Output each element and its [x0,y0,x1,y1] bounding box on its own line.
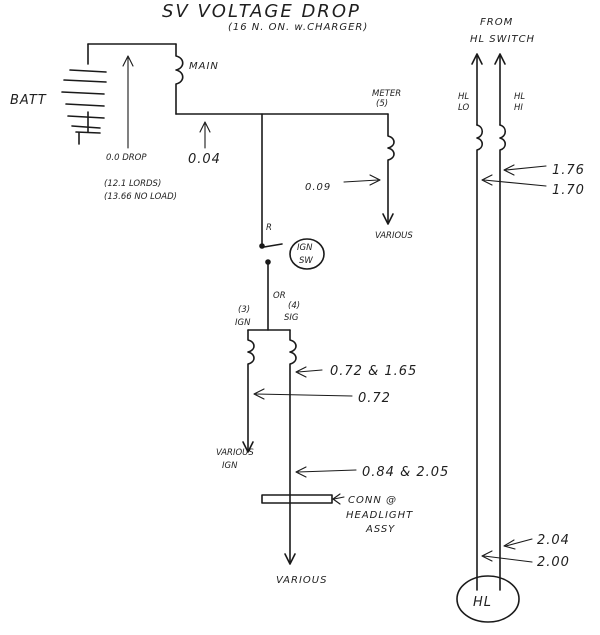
v-hl-bot-arrow-1 [503,538,533,550]
battery-symbol [61,43,177,145]
meter-various-label: VARIOUS [375,231,413,241]
ign-switch-symbol [259,243,283,331]
v-meter-arrow [343,174,381,186]
hl-hi-label-1: HL [514,92,525,102]
v-conn-value: 0.84 & 2.05 [362,465,449,480]
various-ign-label-2: IGN [222,461,238,471]
v-fuse-arrow [295,366,323,378]
headlight-connector [261,494,333,504]
hl-hi-label-2: HI [514,103,523,113]
v-meter-value: 0.09 [305,182,331,193]
v-hl-top-arrow-1 [503,164,547,176]
conn-label-2: HEADLIGHT [346,510,413,521]
from-label-1: FROM [480,17,513,28]
v-branch-arrow [253,388,353,400]
main-fuse-label: MAIN [189,61,219,72]
ign-sw-circle [289,238,325,270]
conn-label-3: ASSY [365,524,395,535]
from-label-2: HL SWITCH [470,34,535,45]
fuse3-ign [242,329,255,453]
v-hl-top-2: 1.70 [552,183,585,198]
fuse4-name: SIG [284,313,299,323]
various-ign-label-1: VARIOUS [216,448,254,458]
v-main-value: 0.04 [188,152,221,167]
fuse3-name: IGN [235,318,251,328]
v-main-arrow [199,121,211,149]
conn-label-1: CONN @ [348,495,397,506]
v-hl-bot-2: 2.00 [537,555,570,570]
v-hl-bot-arrow-2 [481,550,533,563]
battery-label: BATT [10,93,47,108]
v-fuse-value: 0.72 & 1.65 [330,364,417,379]
drop-arrow [122,55,134,149]
hl-lo-label-1: HL [458,92,469,102]
various-bottom-label: VARIOUS [276,575,327,586]
lords-label: (12.1 LORDS) [104,179,161,189]
conn-arrow [332,493,345,505]
fuse4-number: (4) [288,301,300,311]
meter-number: (5) [376,99,388,109]
v-hl-bot-1: 2.04 [537,533,570,548]
fuse3-number: (3) [238,305,250,315]
no-load-label: (13.66 NO LOAD) [104,192,177,202]
red-wire-label: R [266,223,272,233]
meter-fuse [382,113,395,225]
hl-hi-wire [494,53,507,591]
drop-label: 0.0 DROP [106,153,147,163]
headlight-symbol [456,575,520,623]
fuse4-sig [284,329,297,565]
headlight-label: HL [473,595,492,610]
hl-lo-wire [471,53,484,591]
diagram-subtitle: (16 N. ON. w.CHARGER) [228,22,368,33]
v-hl-top-1: 1.76 [552,163,585,178]
v-branch-value: 0.72 [358,391,391,406]
diagram-title: SV VOLTAGE DROP [162,1,361,22]
meter-label: METER [372,89,401,99]
v-hl-top-arrow-2 [481,174,547,187]
main-fuse [175,43,184,115]
hl-lo-label-2: LO [458,103,469,113]
ign-sw-label-2: SW [299,256,313,266]
v-conn-arrow [295,466,357,478]
orange-wire-label: OR [273,291,286,301]
ign-sw-label-1: IGN [297,243,313,253]
